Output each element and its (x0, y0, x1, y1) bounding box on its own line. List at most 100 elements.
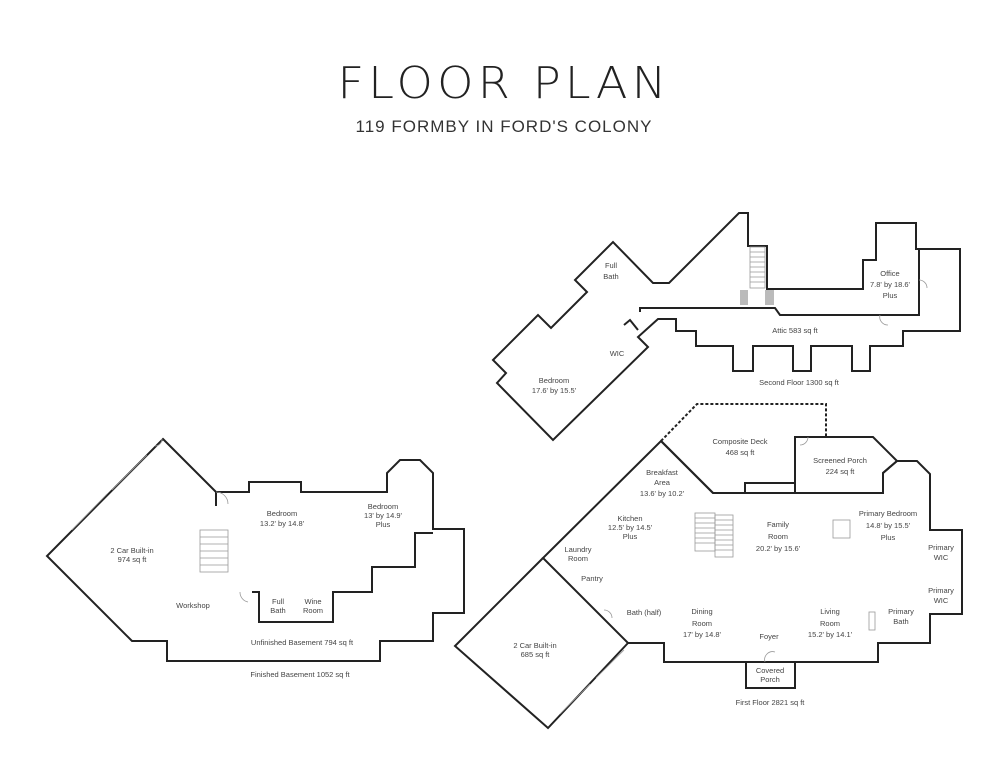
room-label: 17.6' by 15.5' (532, 386, 577, 395)
room-label: Laundry (564, 545, 591, 554)
room-label: WIC (610, 349, 625, 358)
room-label: Plus (623, 532, 638, 541)
room-label: 15.2' by 14.1' (808, 630, 853, 639)
screened-porch-outline (794, 436, 899, 494)
room-label: 13.6' by 10.2' (640, 489, 685, 498)
room-label: Bath (270, 606, 285, 615)
room-label: 17' by 14.8' (683, 630, 721, 639)
first-floor-outline (541, 439, 963, 689)
garage-door (559, 649, 625, 715)
room-label: Bedroom (267, 509, 297, 518)
room-label: 2 Car Built-in (513, 641, 556, 650)
stairs (740, 246, 774, 305)
room-label: Primary (928, 586, 954, 595)
window (868, 611, 876, 631)
room-label: Full (272, 597, 284, 606)
room-label: 13.2' by 14.8' (260, 519, 305, 528)
stairs (199, 529, 229, 573)
wic-wall (623, 318, 639, 331)
room-label: Office (880, 269, 899, 278)
door-swing (154, 438, 249, 603)
room-label: Office 7.8' by 18.6' Plus (870, 269, 911, 300)
room-label: Bath (half) (627, 608, 662, 617)
room-label: Breakfast (646, 468, 679, 477)
room-label: Room (820, 619, 840, 628)
window (832, 519, 851, 539)
room-label: Attic 583 sq ft (772, 326, 818, 335)
room-label: WIC (934, 553, 949, 562)
room-label: Bedroom (539, 376, 569, 385)
room-label: Room (768, 532, 788, 541)
room-label: Primary Bedroom 14.8' by 15.5' Plus (859, 509, 917, 542)
room-label: Composite Deck 468 sq ft (712, 437, 767, 457)
room-label: 974 sq ft (118, 555, 148, 564)
bedroom-wall (252, 532, 433, 623)
room-label: Screened Porch (813, 456, 867, 465)
room-label: Porch (760, 675, 780, 684)
deck-railing (660, 403, 827, 442)
garage-door (71, 454, 148, 531)
room-label: Plus (881, 533, 896, 542)
room-label: 224 sq ft (826, 467, 856, 476)
room-label: 468 sq ft (726, 448, 756, 457)
room-label: Room (692, 619, 712, 628)
room-label: 13' by 14.9' (364, 511, 402, 520)
room-label: Bath (603, 272, 618, 281)
room-label: Composite Deck (712, 437, 767, 446)
room-label: Full (605, 261, 617, 270)
room-label: Primary (928, 543, 954, 552)
room-label: 7.8' by 18.6' (870, 280, 911, 289)
room-label: Screened Porch 224 sq ft (813, 456, 867, 476)
room-label: Finished Basement 1052 sq ft (250, 670, 350, 679)
room-label: Plus (883, 291, 898, 300)
door-swing (603, 436, 809, 663)
room-label: Area (654, 478, 671, 487)
room-label: Primary Bedroom (859, 509, 917, 518)
room-label: 14.8' by 15.5' (866, 521, 911, 530)
room-label: 2 Car Built-in (110, 546, 153, 555)
room-label: Covered (756, 666, 784, 675)
door-swing (879, 279, 928, 326)
second-floor-outline (491, 212, 961, 442)
room-label: Kitchen (617, 514, 642, 523)
page-title: FLOOR PLAN (337, 58, 671, 109)
room-label: Dining (691, 607, 712, 616)
room-label: Second Floor 1300 sq ft (759, 378, 840, 387)
room-label: Plus (376, 520, 391, 529)
basement-outline (45, 437, 465, 662)
room-label: WIC (934, 596, 949, 605)
room-label: First Floor 2821 sq ft (736, 698, 806, 707)
room-label: Unfinished Basement 794 sq ft (251, 638, 354, 647)
room-label: Pantry (581, 574, 603, 583)
room-label: Primary (888, 607, 914, 616)
first-floor-plan: Composite Deck 468 sq ft Screened Porch 22… (453, 403, 963, 730)
room-label: Wine (304, 597, 321, 606)
room-label: 20.2' by 15.6' (756, 544, 801, 553)
room-label: Living (820, 607, 840, 616)
stairs (694, 512, 734, 558)
room-label: 685 sq ft (521, 650, 551, 659)
room-label: Workshop (176, 601, 210, 610)
property-address: 119 FORMBY IN FORD'S COLONY (355, 117, 653, 136)
room-label: 12.5' by 14.5' (608, 523, 653, 532)
room-label: Family (767, 520, 789, 529)
room-label: Room (568, 554, 588, 563)
